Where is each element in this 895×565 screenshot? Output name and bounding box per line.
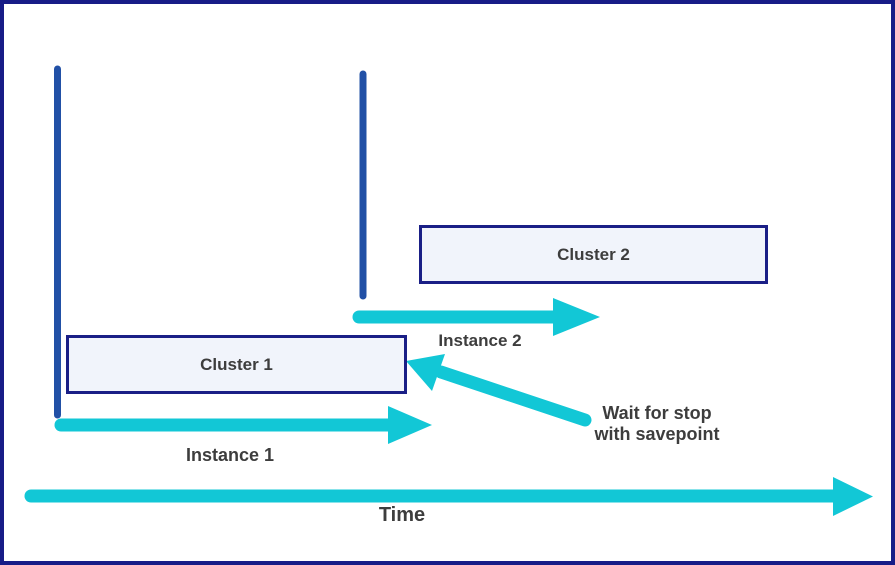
cluster2-box: Cluster 2 [419,225,768,284]
savepoint-arrow [406,354,592,427]
cluster1-box: Cluster 1 [66,335,407,394]
savepoint-label: Wait for stop with savepoint [571,403,743,445]
cluster1-label: Cluster 1 [200,354,273,374]
cluster2-label: Cluster 2 [557,244,630,264]
instance1-label: Instance 1 [185,445,275,465]
instance2-label: Instance 2 [438,331,522,350]
diagram-shapes [24,65,873,516]
time-axis-label: Time [378,504,426,526]
savepoint-label-line1: Wait for stop [602,403,712,423]
time-axis-arrow [24,477,873,516]
savepoint-label-line2: with savepoint [594,424,720,444]
instance1-arrow [54,406,432,444]
instance2-arrow [352,298,600,336]
